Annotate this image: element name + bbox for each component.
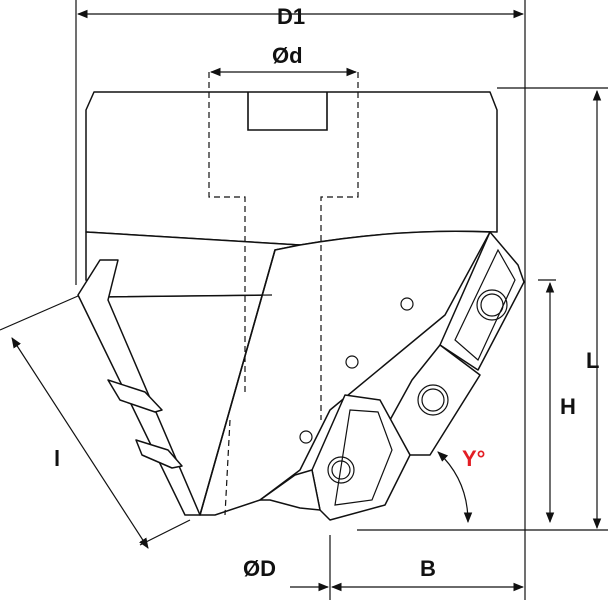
hidden-bore-lines: [208, 72, 359, 516]
label-L: L: [586, 348, 599, 373]
label-l: l: [54, 446, 60, 471]
left-insert-pockets: [77, 259, 201, 516]
label-d: Ød: [272, 43, 303, 68]
label-D1: D1: [277, 4, 305, 29]
cutter-body: [85, 91, 498, 516]
label-H: H: [560, 394, 576, 419]
label-B: B: [420, 556, 436, 581]
label-D: ØD: [243, 556, 276, 581]
label-angle: Y°: [462, 446, 485, 471]
indexable-inserts: [259, 231, 525, 521]
